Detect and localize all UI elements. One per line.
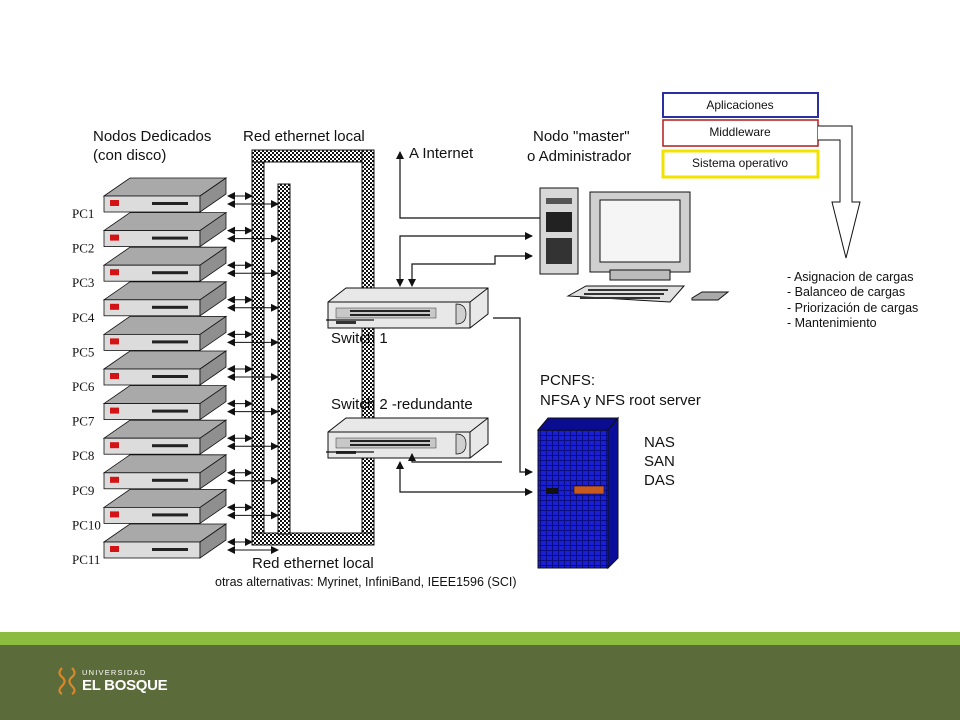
pc-label: PC11 <box>72 552 100 567</box>
pc-node <box>102 315 228 352</box>
pcnfs-label-line1: PCNFS: <box>540 372 595 389</box>
switch-1-label: Switch 1 <box>331 330 388 347</box>
pc-node <box>102 454 228 490</box>
pc-label: PC3 <box>72 275 94 290</box>
san-label: SAN <box>644 453 675 470</box>
master-label-line2: o Administrador <box>527 148 631 165</box>
nodes-title-line1: Nodos Dedicados <box>93 128 211 145</box>
pc-node <box>102 177 228 213</box>
university-label: UNIVERSIDAD <box>82 667 147 677</box>
switch-2-label: Switch 2 -redundante <box>331 396 473 413</box>
layer-middleware: Middleware <box>709 125 771 139</box>
nas-label: NAS <box>644 434 675 451</box>
master-label-line1: Nodo "master" <box>533 128 630 145</box>
ethernet-label-bottom: Red ethernet local <box>252 555 374 572</box>
pc-label: PC2 <box>72 241 94 256</box>
ethernet-label-top: Red ethernet local <box>243 128 365 145</box>
task-item: - Balanceo de cargas <box>787 285 905 299</box>
task-list: - Asignacion de cargas - Balanceo de car… <box>787 270 918 330</box>
pc-node <box>102 246 228 282</box>
task-item: - Priorización de cargas <box>787 301 918 315</box>
pc-label: PC4 <box>72 310 95 325</box>
internet-label: A Internet <box>409 145 474 162</box>
footer-stripe <box>0 632 960 645</box>
university-logo: UNIVERSIDAD EL BOSQUE <box>56 666 168 696</box>
pc-ethernet-links <box>227 192 279 554</box>
switch-1 <box>327 287 489 329</box>
pc-node <box>102 384 228 421</box>
pc-label: PC10 <box>72 517 101 532</box>
pcnfs-label-line2: NFSA y NFS root server <box>540 392 701 409</box>
task-item: - Mantenimiento <box>787 316 877 330</box>
software-layers: Aplicaciones Middleware Sistema operativ… <box>661 92 861 259</box>
pc-label: PC9 <box>72 483 94 498</box>
nodes-title-line2: (con disco) <box>93 147 166 164</box>
task-item: - Asignacion de cargas <box>787 270 913 284</box>
network-links <box>326 151 540 496</box>
pc-label: PC6 <box>72 379 95 394</box>
university-logo-icon <box>58 667 76 695</box>
master-computer <box>539 187 730 303</box>
layer-operating-system: Sistema operativo <box>692 156 788 170</box>
switch-2 <box>327 417 489 459</box>
pc-node <box>102 211 228 248</box>
footer-bar <box>0 645 960 720</box>
pc-node <box>102 488 228 525</box>
pc-label: PC7 <box>72 414 95 429</box>
pc-label: PC8 <box>72 448 94 463</box>
pc-node <box>102 523 228 559</box>
pc-node <box>102 419 228 455</box>
ethernet-backbone <box>251 149 375 546</box>
pc-label: PC5 <box>72 344 94 359</box>
alternatives-label: otras alternativas: Myrinet, InfiniBand,… <box>215 575 517 589</box>
university-name: EL BOSQUE <box>82 677 168 695</box>
pc-node <box>102 350 228 386</box>
pc-label: PC1 <box>72 206 94 221</box>
das-label: DAS <box>644 472 675 489</box>
pc-node <box>102 281 228 317</box>
nfs-server-rack <box>536 416 620 570</box>
layer-applications: Aplicaciones <box>706 98 773 112</box>
